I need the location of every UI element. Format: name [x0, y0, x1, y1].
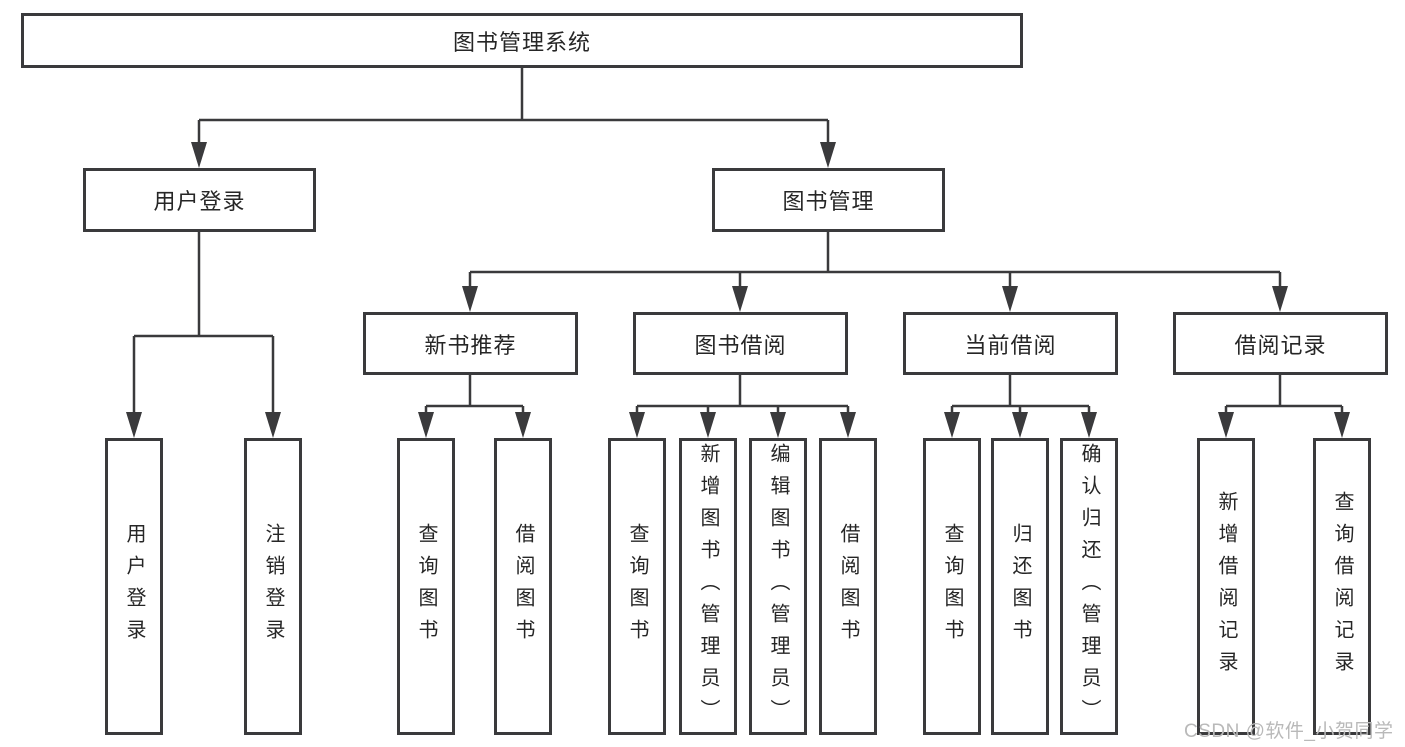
arrowhead-icon — [462, 286, 478, 312]
node-book-management: 图书管理 — [712, 168, 945, 232]
node-borrowing-records: 借阅记录 — [1173, 312, 1388, 375]
arrowhead-icon — [1012, 412, 1028, 438]
node-book-borrowing: 图书借阅 — [633, 312, 848, 375]
arrowhead-icon — [418, 412, 434, 438]
leaf-user-login: 用户登录 — [105, 438, 163, 735]
arrowhead-icon — [770, 412, 786, 438]
arrowhead-icon — [515, 412, 531, 438]
leaf-query-books-recommend: 查询图书 — [397, 438, 455, 735]
arrowhead-icon — [629, 412, 645, 438]
connector-user-login-children — [132, 232, 275, 418]
connector-book-borrow-children — [635, 375, 850, 420]
leaf-logout: 注销登录 — [244, 438, 302, 735]
connector-borrow-records-children — [1224, 375, 1344, 420]
arrowhead-icon — [126, 412, 142, 438]
leaf-query-borrow-record-label: 查询借阅记录 — [1331, 490, 1353, 683]
leaf-query-books-borrow-label: 查询图书 — [626, 522, 648, 651]
leaf-borrow-books-recommend: 借阅图书 — [494, 438, 552, 735]
leaf-query-books-current-label: 查询图书 — [941, 522, 963, 651]
node-library-system: 图书管理系统 — [21, 13, 1023, 68]
node-user-login: 用户登录 — [83, 168, 316, 232]
csdn-watermark: CSDN @软件_小贺同学 — [1184, 721, 1394, 742]
arrowhead-icon — [265, 412, 281, 438]
arrowheads — [126, 142, 1350, 438]
arrowhead-icon — [191, 142, 207, 168]
node-current-borrowing: 当前借阅 — [903, 312, 1118, 375]
connector-paths — [132, 68, 1344, 420]
connector-root-to-level2 — [197, 68, 830, 148]
leaf-user-login-label: 用户登录 — [123, 522, 145, 651]
leaf-return-books: 归还图书 — [991, 438, 1049, 735]
leaf-borrow-books-label: 借阅图书 — [837, 522, 859, 651]
leaf-query-books-current: 查询图书 — [923, 438, 981, 735]
arrowhead-icon — [840, 412, 856, 438]
leaf-logout-label: 注销登录 — [262, 522, 284, 651]
arrowhead-icon — [1272, 286, 1288, 312]
node-new-book-recommendation: 新书推荐 — [363, 312, 578, 375]
leaf-confirm-return-admin-label: 确认归还（管理员） — [1078, 442, 1100, 731]
leaf-add-books-admin-label: 新增图书（管理员） — [697, 442, 719, 731]
leaf-query-books-borrow: 查询图书 — [608, 438, 666, 735]
arrowhead-icon — [820, 142, 836, 168]
leaf-query-books-recommend-label: 查询图书 — [415, 522, 437, 651]
leaf-add-borrow-record-label: 新增借阅记录 — [1215, 490, 1237, 683]
leaf-edit-books-admin-label: 编辑图书（管理员） — [767, 442, 789, 731]
arrowhead-icon — [944, 412, 960, 438]
connector-new-book-children — [424, 375, 525, 420]
leaf-query-borrow-record: 查询借阅记录 — [1313, 438, 1371, 735]
leaf-confirm-return-admin: 确认归还（管理员） — [1060, 438, 1118, 735]
leaf-return-books-label: 归还图书 — [1009, 522, 1031, 651]
arrowhead-icon — [1218, 412, 1234, 438]
arrowhead-icon — [1334, 412, 1350, 438]
arrowhead-icon — [1002, 286, 1018, 312]
leaf-add-books-admin: 新增图书（管理员） — [679, 438, 737, 735]
arrowhead-icon — [1081, 412, 1097, 438]
leaf-edit-books-admin: 编辑图书（管理员） — [749, 438, 807, 735]
arrowhead-icon — [732, 286, 748, 312]
arrowhead-icon — [700, 412, 716, 438]
connector-book-management-children — [468, 232, 1282, 292]
leaf-add-borrow-record: 新增借阅记录 — [1197, 438, 1255, 735]
leaf-borrow-books: 借阅图书 — [819, 438, 877, 735]
leaf-borrow-books-recommend-label: 借阅图书 — [512, 522, 534, 651]
